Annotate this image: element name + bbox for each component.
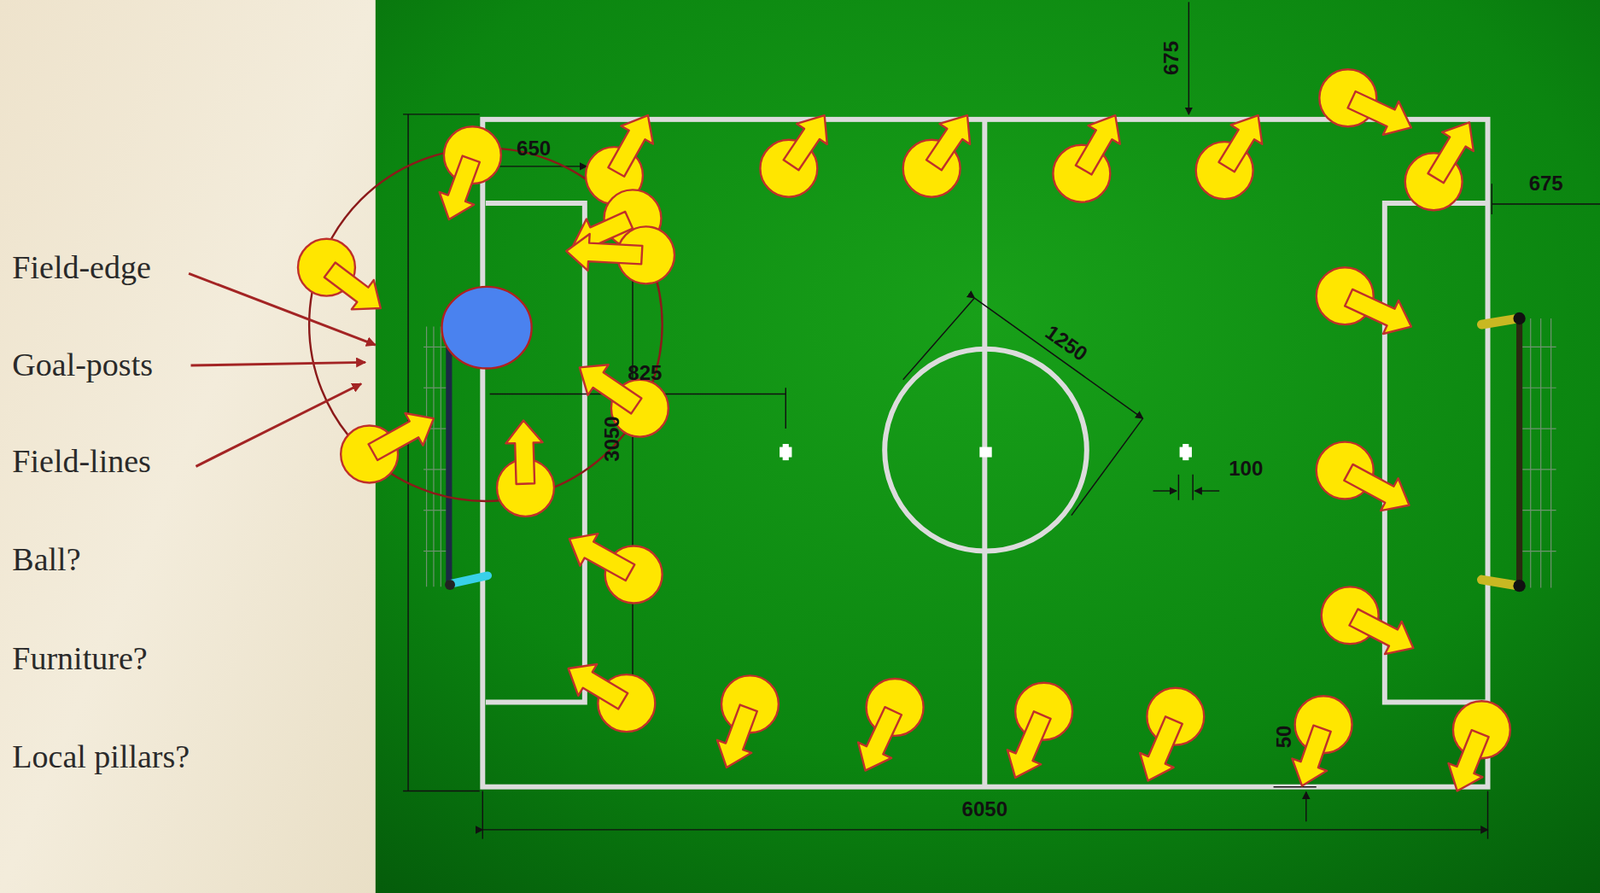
robot-heading-arrow xyxy=(568,664,629,709)
view-circle xyxy=(309,147,663,502)
dimension-label: 100 xyxy=(1228,458,1263,479)
robot-heading-arrow xyxy=(1348,608,1414,655)
ball xyxy=(442,286,532,369)
dimension-label: 825 xyxy=(627,362,662,384)
side-label: Ball? xyxy=(11,540,81,579)
robot-heading-arrow xyxy=(439,156,480,220)
marks xyxy=(779,443,1192,461)
side-label: Furniture? xyxy=(11,639,147,678)
dimension-label: 650 xyxy=(516,138,551,159)
dimension-lines xyxy=(402,1,1600,839)
dimension-label: 6050 xyxy=(962,799,1008,820)
leader-arrows xyxy=(188,273,376,467)
robot-heading-arrow xyxy=(324,262,381,310)
grass xyxy=(375,0,1600,893)
side-label: Local pillars? xyxy=(11,737,190,776)
robot-heading-arrow xyxy=(1139,716,1183,781)
dimension-label: 675 xyxy=(1161,40,1182,76)
robot-heading-arrow xyxy=(1344,289,1412,334)
robot-heading-arrow xyxy=(1448,729,1490,791)
robot-heading-arrow xyxy=(1348,91,1412,135)
side-label: Field-lines xyxy=(11,442,152,480)
robot-heading-arrow xyxy=(566,233,643,271)
robot-heading-arrow xyxy=(717,705,758,768)
goal-net xyxy=(423,318,1557,589)
robot-heading-arrow xyxy=(368,413,434,461)
dimension-label: 1250 xyxy=(1041,321,1092,364)
field-lines xyxy=(482,119,1488,788)
parchment-panel xyxy=(0,0,376,893)
robot-heading-arrow xyxy=(1291,725,1331,787)
side-label: Field-edge xyxy=(11,248,152,287)
robot-heading-arrow xyxy=(1218,115,1262,172)
robot-heading-arrow xyxy=(1007,711,1052,778)
right-goal xyxy=(1481,312,1525,593)
left-goal xyxy=(444,336,488,590)
dimension-label: 675 xyxy=(1529,173,1564,194)
robot-heading-arrow xyxy=(858,706,902,771)
robot-heading-arrow xyxy=(1427,122,1473,183)
robot-heading-arrow xyxy=(926,115,970,170)
dimension-label: 50 xyxy=(1273,725,1295,749)
robot-heading-arrow xyxy=(505,420,543,485)
robot-heading-arrow xyxy=(783,115,828,170)
robot-heading-arrow xyxy=(607,115,653,177)
side-label: Goal-posts xyxy=(11,345,153,384)
robot-heading-arrow xyxy=(1075,115,1121,175)
dimension-label: 3050 xyxy=(601,415,623,462)
robot-heading-arrow xyxy=(569,533,635,581)
robots xyxy=(297,69,1511,791)
robot-heading-arrow xyxy=(1343,464,1409,511)
